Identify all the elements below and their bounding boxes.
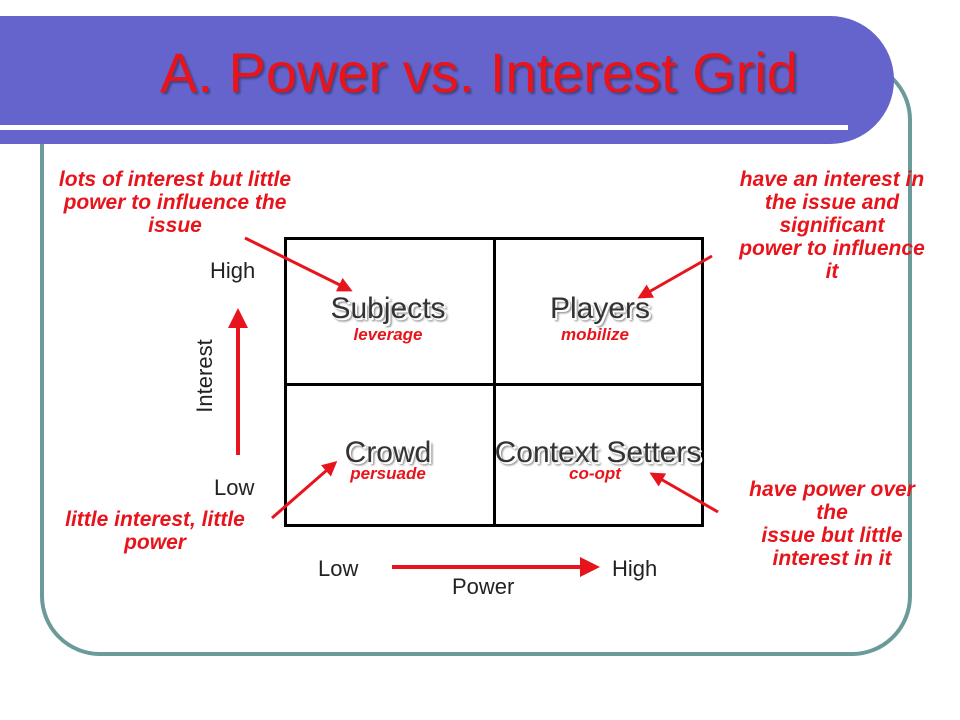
x-axis-high-label: High [612,556,658,581]
annotation-context-setters-line: the [816,501,848,524]
annotation-subjects-line: lots of interest but little [58,168,292,191]
arrow-to-subjects [244,236,353,292]
annotation-context-setters-line: issue but little [761,524,903,547]
annotation-context-setters-line: interest in it [772,547,892,570]
quadrant-subjects-title: Subjects [330,292,446,325]
arrow-to-players [637,254,713,299]
annotation-crowd: little interest, little power [30,508,280,554]
x-axis-low-label: Low [318,556,359,581]
quadrant-players-title: Players [549,292,651,325]
annotation-context-setters: have power over the issue but little int… [712,478,952,570]
y-axis-low-label: Low [214,475,255,500]
annotation-crowd-line: little interest, little [65,508,245,531]
annotation-players-line: it [825,260,839,283]
quadrant-players-strategy: mobilize [560,325,630,344]
annotation-players-line: have an interest in [739,168,925,191]
grid-horizontal-divider [287,383,701,386]
annotation-players-line: significant [779,214,885,237]
banner-divider [0,125,848,130]
arrow-to-crowd [271,461,338,520]
quadrant-context-setters-title: Context Setters [494,436,702,469]
annotation-subjects-line: issue [148,214,202,237]
power-interest-grid [284,237,704,527]
annotation-players-line: the issue and [764,191,900,214]
annotation-subjects: lots of interest but little power to inf… [10,168,340,237]
quadrant-crowd-strategy: persuade [350,464,426,483]
annotation-players: have an interest in the issue and signif… [702,168,960,283]
annotation-crowd-line: power [124,531,186,554]
slide-title: A. Power vs. Interest Grid [160,41,798,104]
x-axis-title: Power [452,574,515,599]
y-axis-high-label: High [210,258,256,283]
grid-vertical-divider [493,240,496,524]
annotation-context-setters-line: have power over [749,478,915,501]
title-banner [0,16,894,144]
annotation-players-line: power to influence [739,237,925,260]
annotation-subjects-line: power to influence the [63,191,287,214]
quadrant-crowd-title: Crowd [344,436,432,469]
quadrant-subjects-strategy: leverage [353,325,423,344]
arrow-to-context-setters [649,472,719,514]
quadrant-context-setters-strategy: co-opt [569,464,621,483]
